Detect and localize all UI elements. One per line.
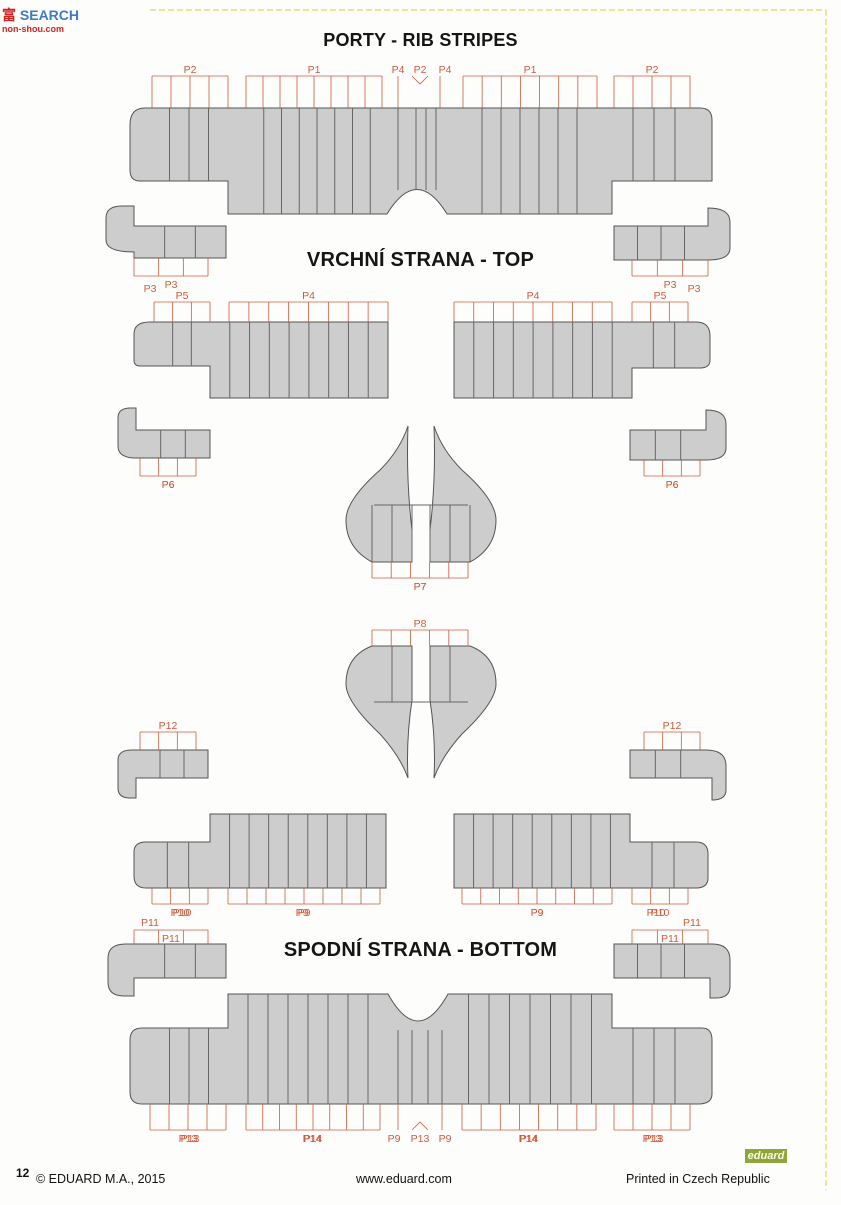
callout-label-p10: P10 bbox=[647, 907, 666, 919]
callout-label-p9: P9 bbox=[531, 907, 544, 919]
eduard-logo: eduard bbox=[745, 1149, 787, 1163]
callout-tick-p13 bbox=[411, 1121, 429, 1131]
callout-label-p3: P3 bbox=[688, 283, 701, 295]
callout-label-p4: P4 bbox=[527, 290, 540, 302]
website-link[interactable]: www.eduard.com bbox=[356, 1172, 452, 1186]
callout-label-p14: P14 bbox=[303, 1133, 322, 1145]
bottom-right-panel bbox=[453, 813, 709, 889]
callout-label-p11: P11 bbox=[683, 917, 701, 929]
tail-top-left bbox=[345, 425, 413, 563]
callout-label-p8: P8 bbox=[414, 618, 427, 630]
callout-label-p3: P3 bbox=[144, 283, 157, 295]
callout-label-p3: P3 bbox=[165, 279, 178, 291]
callout-label-p9: P9 bbox=[296, 907, 309, 919]
section-title-top: VRCHNÍ STRANA - TOP bbox=[306, 249, 535, 271]
bottom-right-tip-p11 bbox=[613, 943, 731, 999]
bottom-right-tip-p12 bbox=[629, 749, 727, 801]
watermark-logo: 富 SEARCH bbox=[2, 7, 80, 23]
wing-tip-left-p3 bbox=[105, 205, 227, 259]
callout-label-p4: P4 bbox=[392, 64, 405, 76]
callout-label-p12: P12 bbox=[663, 720, 682, 732]
callout-label-p2: P2 bbox=[414, 64, 427, 76]
callout-label-p10: P10 bbox=[171, 907, 190, 919]
callout-label-p1: P1 bbox=[524, 64, 537, 76]
top-right-panel bbox=[453, 321, 711, 399]
wing-tip-right-p3 bbox=[613, 207, 731, 261]
callout-label-p4: P4 bbox=[439, 64, 452, 76]
tail-bottom-left bbox=[345, 645, 413, 779]
callout-label-p11: P11 bbox=[661, 933, 679, 945]
upper-wing-ribs bbox=[129, 107, 713, 215]
callout-label-p13: P13 bbox=[645, 1133, 664, 1145]
callout-label-p14: P14 bbox=[520, 1133, 539, 1145]
section-title-bottom: SPODNÍ STRANA - BOTTOM bbox=[283, 939, 558, 961]
callout-label-p9: P9 bbox=[298, 907, 311, 919]
top-left-tip-p6 bbox=[117, 407, 211, 459]
bottom-left-tip-p12 bbox=[117, 749, 209, 799]
callout-label-p14: P14 bbox=[304, 1133, 323, 1145]
tail-bottom-right bbox=[429, 645, 497, 779]
bottom-left-tip-p11 bbox=[107, 943, 227, 997]
section-title-rib-stripes: PORTY - RIB STRIPES bbox=[323, 30, 518, 50]
callout-label-p13: P13 bbox=[411, 1133, 430, 1145]
callout-label-p9: P9 bbox=[531, 907, 544, 919]
callout-label-p6: P6 bbox=[666, 479, 679, 491]
bottom-left-panel bbox=[133, 813, 387, 889]
callout-label-p13: P13 bbox=[643, 1133, 662, 1145]
printed-in-text: Printed in Czech Republic bbox=[626, 1172, 770, 1186]
callout-label-p6: P6 bbox=[162, 479, 175, 491]
callout-label-p11: P11 bbox=[162, 933, 180, 945]
callout-label-p3: P3 bbox=[664, 279, 677, 291]
top-left-panel bbox=[133, 321, 389, 399]
callout-label-p13: P13 bbox=[179, 1133, 198, 1145]
callout-label-p2: P2 bbox=[646, 64, 659, 76]
callout-label-p2: P2 bbox=[184, 64, 197, 76]
callout-label-p14: P14 bbox=[519, 1133, 538, 1145]
copyright-text: © EDUARD M.A., 2015 bbox=[36, 1172, 166, 1186]
callout-label-p12: P12 bbox=[159, 720, 178, 732]
callout-label-p10: P10 bbox=[651, 907, 670, 919]
callout-label-p5: P5 bbox=[176, 290, 189, 302]
callout-label-p6: P6 bbox=[666, 479, 679, 491]
lower-wing-ribs bbox=[129, 993, 713, 1105]
callout-label-p9: P9 bbox=[388, 1133, 401, 1145]
tail-top-right bbox=[429, 425, 497, 563]
callout-label-p7: P7 bbox=[414, 581, 427, 593]
callout-label-p4: P4 bbox=[302, 290, 315, 302]
top-right-tip-p6 bbox=[629, 409, 727, 461]
page-number: 12 bbox=[16, 1166, 30, 1180]
callout-label-p5: P5 bbox=[654, 290, 667, 302]
callout-tick-p2 bbox=[411, 75, 429, 85]
callout-label-p1: P1 bbox=[308, 64, 321, 76]
callout-label-p10: P10 bbox=[173, 907, 192, 919]
callout-label-p6: P6 bbox=[162, 479, 175, 491]
watermark-brand: SEARCH bbox=[19, 7, 80, 23]
callout-label-p7: P7 bbox=[414, 581, 427, 593]
callout-label-p13: P13 bbox=[181, 1133, 200, 1145]
watermark-site: non-shou.com bbox=[2, 24, 64, 34]
callout-label-p11: P11 bbox=[141, 917, 159, 929]
callout-label-p9: P9 bbox=[439, 1133, 452, 1145]
